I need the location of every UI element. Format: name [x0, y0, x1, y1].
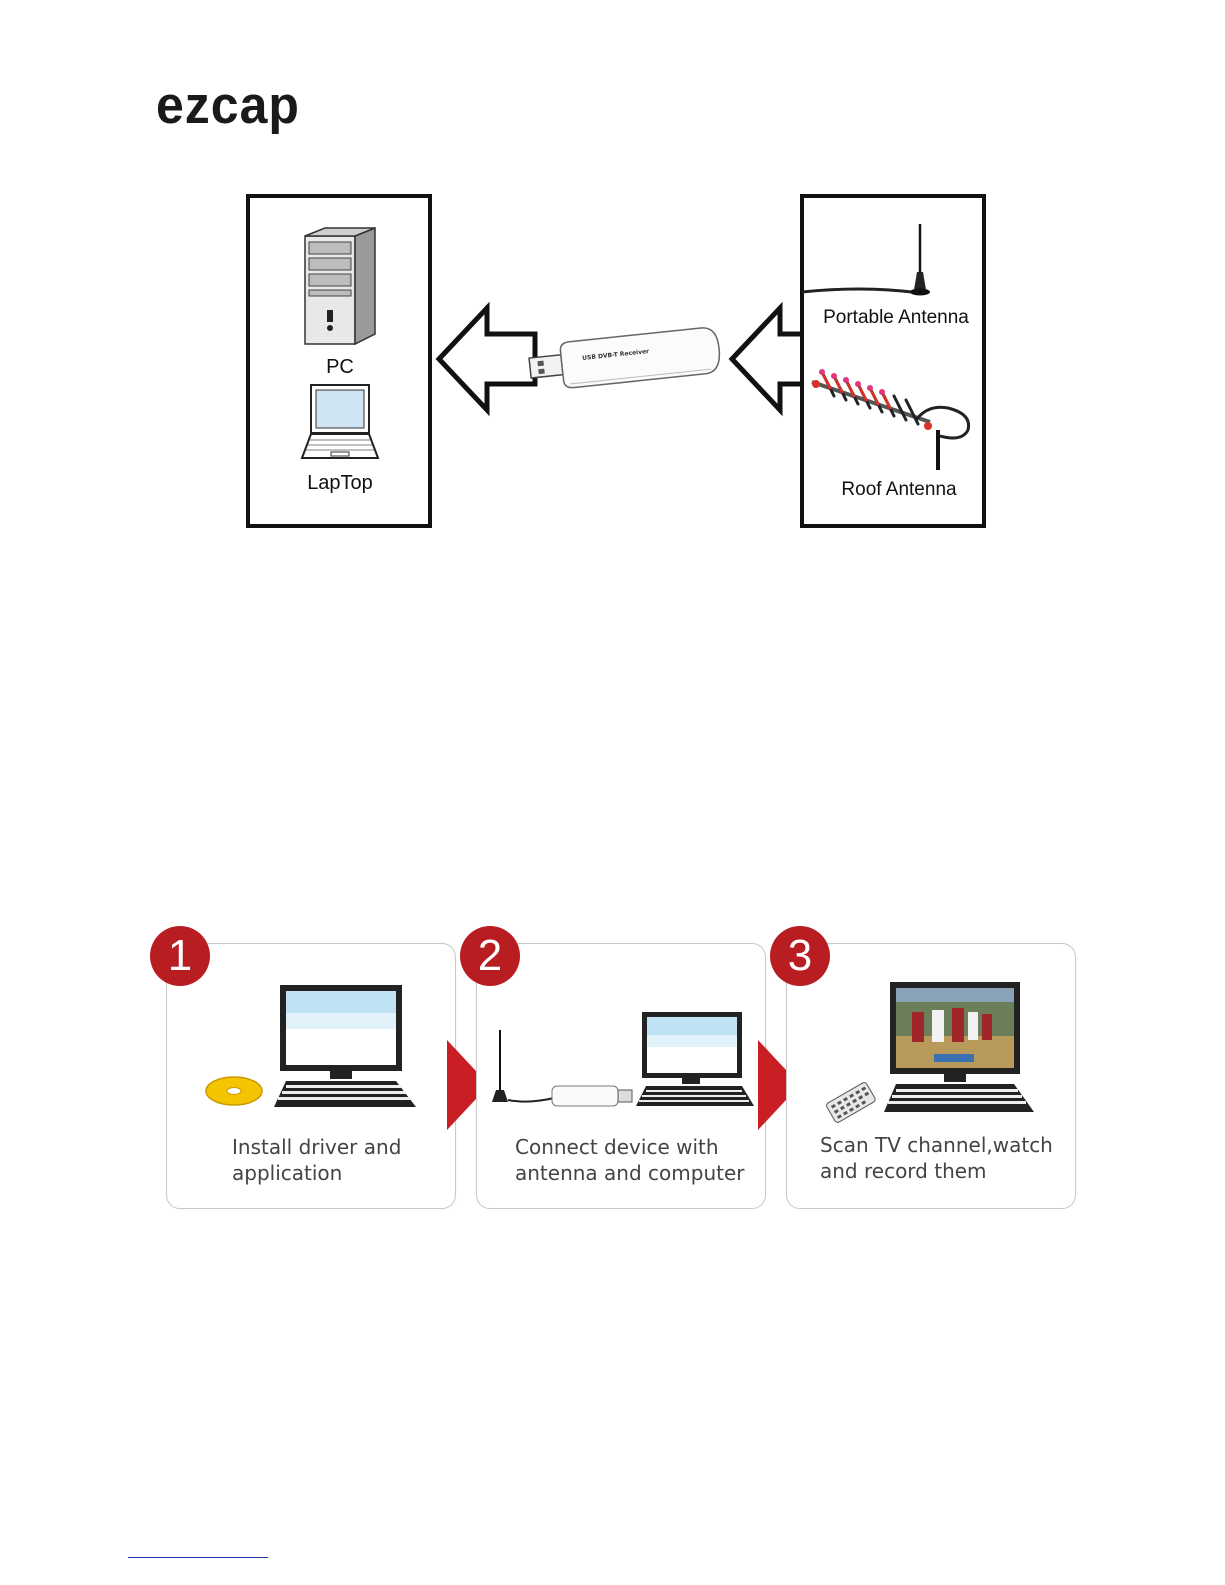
- step-caption-1: Install driver and application: [232, 1134, 442, 1186]
- step-caption-2: Connect device with antenna and computer: [515, 1134, 755, 1186]
- step-caption-3: Scan TV channel,watch and record them: [820, 1132, 1066, 1184]
- step-badge-3: 3: [770, 926, 830, 986]
- desktop-computer-icon: [272, 985, 422, 1109]
- footer-link-underline: [128, 1557, 268, 1558]
- pc-tower-icon: [305, 228, 377, 346]
- remote-control-icon: [822, 1080, 878, 1126]
- step-badge-2: 2: [460, 926, 520, 986]
- laptop-icon: [301, 384, 379, 462]
- portable-antenna-label: Portable Antenna: [815, 307, 977, 329]
- antenna-usb-icon: [488, 1028, 634, 1108]
- portable-antenna-icon: [800, 222, 930, 300]
- laptop-label: LapTop: [296, 472, 384, 495]
- brand-logo: ezcap: [156, 75, 300, 136]
- arrow-left-antenna-icon: [730, 306, 805, 412]
- roof-antenna-icon: [808, 360, 978, 472]
- arrow-left-icon: [437, 306, 537, 412]
- roof-antenna-label: Roof Antenna: [818, 479, 980, 501]
- pc-label: PC: [306, 356, 374, 379]
- desktop-computer-icon: [634, 1012, 756, 1108]
- usb-receiver-icon: [528, 322, 724, 402]
- cd-disc-icon: [204, 1073, 264, 1109]
- tv-computer-icon: [882, 982, 1036, 1114]
- step-badge-1: 1: [150, 926, 210, 986]
